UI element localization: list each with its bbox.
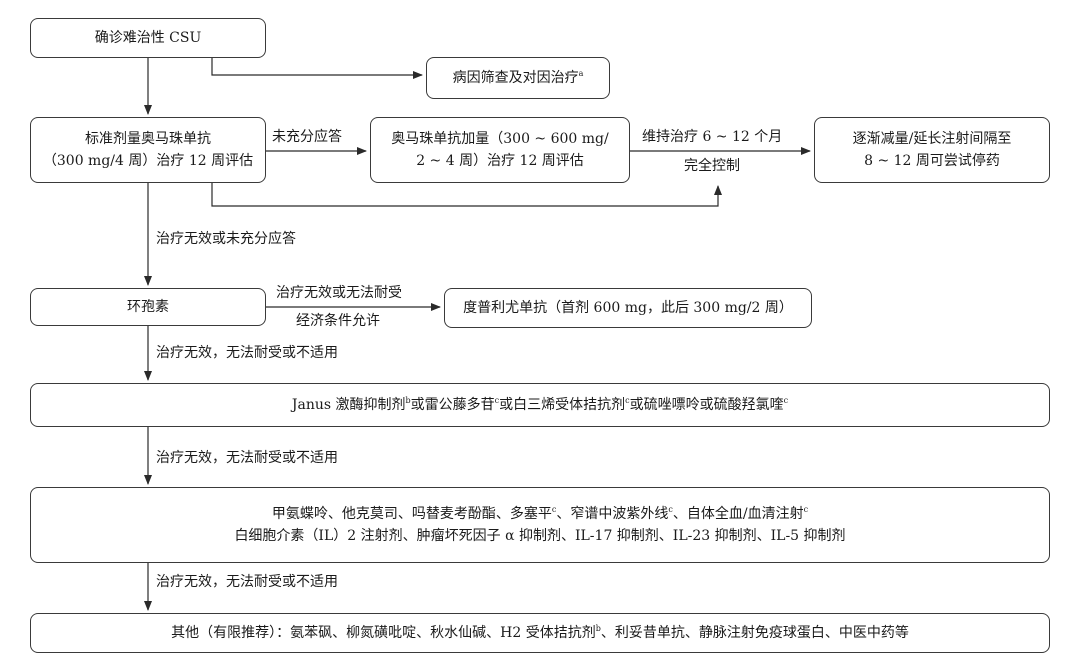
- immuno-text-2: 、窄谱中波紫外线: [556, 506, 669, 522]
- label-ineffective-or-insufficient: 治疗无效或未充分应答: [156, 231, 296, 247]
- footnote-c: c: [494, 396, 500, 405]
- node-cyclosporine-text: 环孢素: [127, 299, 169, 315]
- node-immunosuppressants: 甲氨蝶呤、他克莫司、吗替麦考酚酯、多塞平c、窄谱中波紫外线c、自体全血/血清注射…: [30, 487, 1050, 563]
- immuno-text-1: 甲氨蝶呤、他克莫司、吗替麦考酚酯、多塞平: [271, 506, 552, 522]
- label-insufficient-response: 未充分应答: [272, 129, 342, 145]
- node-other: 其他（有限推荐）：氨苯砜、柳氮磺吡啶、秋水仙碱、H2 受体拮抗剂b、利妥昔单抗、…: [30, 613, 1050, 653]
- node-jak: Janus 激酶抑制剂b或雷公藤多苷c或白三烯受体拮抗剂c或硫唑嘌呤或硫酸羟氯喹…: [30, 383, 1050, 427]
- arrow-diagnosis-to-etiology: [211, 57, 423, 79]
- label-maintain: 维持治疗 6 ~ 12 个月: [642, 129, 783, 145]
- jak-text-4: 或硫唑嘌呤或硫酸羟氯喹: [629, 397, 784, 413]
- node-increased-dose: 奥马珠单抗加量（300 ~ 600 mg/ 2 ~ 4 周）治疗 12 周评估: [370, 117, 630, 183]
- footnote-b: b: [405, 396, 411, 405]
- footnote-b: b: [595, 624, 601, 633]
- other-text-1: 其他（有限推荐）：氨苯砜、柳氮磺吡啶、秋水仙碱、H2 受体拮抗剂: [171, 625, 596, 641]
- footnote-c: c: [783, 396, 789, 405]
- node-standard-line1: 标准剂量奥马珠单抗: [85, 131, 211, 147]
- node-diagnosis-text: 确诊难治性 CSU: [94, 30, 202, 46]
- label-ineffective-1: 治疗无效，无法耐受或不适用: [156, 345, 338, 361]
- label-ineffective-or-intolerant: 治疗无效或无法耐受: [276, 285, 402, 301]
- node-standard-dose: 标准剂量奥马珠单抗 （300 mg/4 周）治疗 12 周评估: [30, 117, 266, 183]
- immuno-text-3: 、自体全血/血清注射: [672, 506, 804, 522]
- jak-text-2: 或雷公藤多苷: [410, 397, 495, 413]
- node-increased-line1: 奥马珠单抗加量（300 ~ 600 mg/: [391, 131, 609, 147]
- footnote-c: c: [625, 396, 630, 405]
- node-etiology-text: 病因筛查及对因治疗: [452, 70, 579, 86]
- label-complete-control: 完全控制: [684, 158, 740, 174]
- footnote-c: c: [668, 505, 673, 514]
- label-economic: 经济条件允许: [296, 313, 380, 329]
- node-cyclosporine: 环孢素: [30, 288, 266, 326]
- footnote-c: c: [803, 505, 809, 514]
- node-dupilumab-text: 度普利尤单抗（首剂 600 mg，此后 300 mg/2 周）: [463, 300, 793, 316]
- label-ineffective-3: 治疗无效，无法耐受或不适用: [156, 574, 338, 590]
- node-diagnosis: 确诊难治性 CSU: [30, 18, 266, 58]
- node-etiology: 病因筛查及对因治疗a: [426, 57, 610, 99]
- footnote-c: c: [551, 505, 557, 514]
- arrow-standard-to-control: [211, 182, 722, 207]
- jak-text-3: 或白三烯受体拮抗剂: [499, 397, 626, 413]
- node-taper-line1: 逐渐减量/延长注射间隔至: [852, 131, 1012, 147]
- jak-text-1: Janus 激酶抑制剂: [291, 397, 406, 413]
- footnote-a: a: [578, 69, 584, 78]
- node-dupilumab: 度普利尤单抗（首剂 600 mg，此后 300 mg/2 周）: [444, 288, 812, 328]
- node-increased-line2: 2 ~ 4 周）治疗 12 周评估: [416, 153, 584, 169]
- node-taper: 逐渐减量/延长注射间隔至 8 ~ 12 周可尝试停药: [814, 117, 1050, 183]
- other-text-2: 、利妥昔单抗、静脉注射免疫球蛋白、中医中药等: [600, 625, 909, 641]
- label-ineffective-2: 治疗无效，无法耐受或不适用: [156, 450, 338, 466]
- node-standard-line2: （300 mg/4 周）治疗 12 周评估: [42, 153, 254, 169]
- immuno-line-2: 白细胞介素（IL）2 注射剂、肿瘤坏死因子 α 抑制剂、IL-17 抑制剂、IL…: [234, 528, 846, 544]
- node-taper-line2: 8 ~ 12 周可尝试停药: [864, 153, 1000, 169]
